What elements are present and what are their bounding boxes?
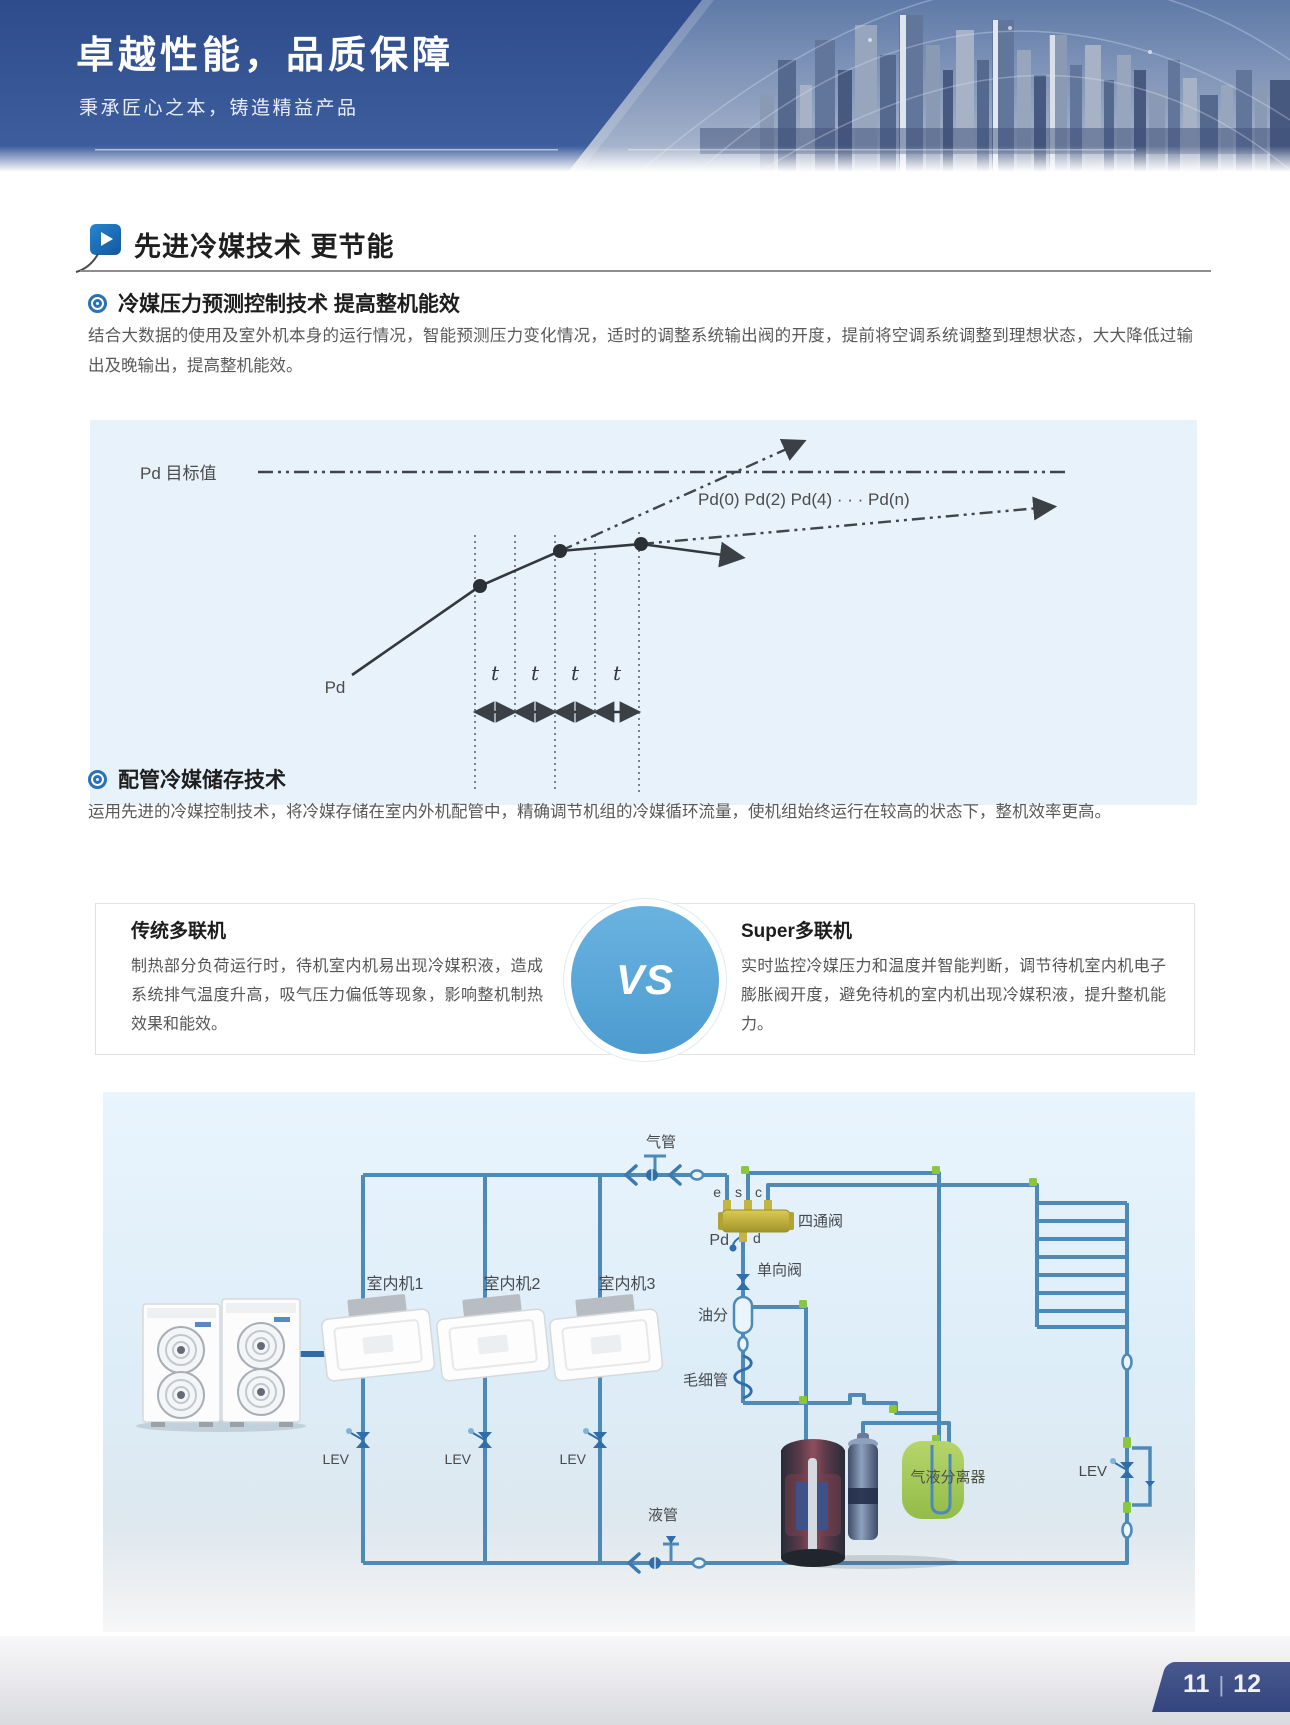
svg-text:t: t [491, 661, 500, 685]
pipe-connectors [741, 1166, 1131, 1513]
interval-labels: t t t t [491, 661, 622, 685]
lev-bypass [1132, 1446, 1152, 1507]
page-number-right: 12 [1233, 1670, 1261, 1698]
header-navy-panel [0, 0, 702, 172]
svg-text:t: t [613, 661, 622, 685]
footer-band [0, 1636, 1290, 1725]
lev-valve-indoor [468, 1428, 492, 1448]
projection-line-shallow [640, 496, 1058, 546]
check-valve [736, 1274, 750, 1290]
pd-control-figure-panel: Pd 目标值 Pd(0) Pd(2) Pd(4) · · · Pd(n) Pd … [90, 420, 1197, 805]
four-way-valve [718, 1200, 794, 1242]
series-label: Pd(0) Pd(2) Pd(4) · · · Pd(n) [698, 490, 910, 509]
projection-line-steep [559, 438, 807, 553]
super-body: 实时监控冷媒压力和温度并智能判断，调节待机室内机电子膨胀阀开度，避免待机的室内机… [741, 958, 1166, 1033]
network-arcs [639, 0, 1290, 173]
storage-tech-paragraph: 运用先进的冷媒控制技术，将冷媒存储在室内外机配管中，精确调节机组的冷媒循环流量，… [88, 803, 1111, 821]
curve-label: Pd [325, 678, 346, 697]
indoor-unit-1-label: 室内机1 [367, 1275, 424, 1293]
refrigerant-system-diagram-panel: 气管 液管 四通阀 单向阀 油分 毛细管 气液分离器 Pd e s c d LE… [103, 1092, 1195, 1632]
check-valve-label: 单向阀 [757, 1262, 802, 1279]
header-background [0, 0, 1290, 173]
svg-text:t: t [531, 661, 540, 685]
subsection-title: 冷媒压力预测控制技术 提高整机能效 [118, 293, 460, 316]
indoor-unit-cassette [436, 1294, 551, 1382]
super-title: Super多联机 [741, 921, 852, 942]
indoor-unit-2-label: 室内机2 [484, 1275, 541, 1293]
lev-label: LEV [560, 1451, 587, 1467]
port-d-label: c [755, 1184, 762, 1200]
pressure-tech-paragraph: 结合大数据的使用及室外机本身的运行情况，智能预测压力变化情况，适时的调整系统输出… [88, 327, 1193, 375]
separator-u-tube [930, 1445, 952, 1515]
page-number-left: 11 [1183, 1670, 1210, 1698]
gas-pipe-valve [623, 1164, 705, 1186]
sensor-bulb [1121, 1521, 1133, 1539]
diagram-labels: 气管 液管 四通阀 单向阀 油分 毛细管 气液分离器 Pd e s c d LE… [323, 1134, 1107, 1524]
liquid-pipe-label: 液管 [648, 1507, 678, 1524]
subsection-heading-storage: 配管冷媒储存技术 [88, 764, 286, 794]
lev-label: LEV [445, 1451, 472, 1467]
page-number-divider: | [1218, 1672, 1225, 1697]
port-d-label: d [753, 1230, 761, 1246]
pd-control-figure: Pd 目标值 Pd(0) Pd(2) Pd(4) · · · Pd(n) Pd … [140, 438, 1065, 792]
indoor-unit-3-label: 室内机3 [599, 1275, 656, 1293]
refrigerant-system-diagram: 气管 液管 四通阀 单向阀 油分 毛细管 气液分离器 Pd e s c d LE… [136, 1134, 1155, 1574]
port-s-label: s [735, 1184, 742, 1200]
pd-curve-points [473, 537, 648, 593]
lev-valve-indoor [583, 1428, 607, 1448]
bullet-ring-icon [88, 293, 107, 313]
sight-glass [737, 1335, 749, 1353]
vs-badge: VS [571, 906, 719, 1054]
pd-label: Pd [709, 1232, 729, 1249]
target-line-label: Pd 目标值 [140, 464, 217, 483]
oil-separator [732, 1295, 754, 1335]
interval-gridlines [474, 532, 640, 792]
svg-text:t: t [571, 661, 580, 685]
lev-label: LEV [1079, 1463, 1107, 1480]
comparison-card: 传统多联机 制热部分负荷运行时，待机室内机易出现冷媒积液，造成系统排气温度升高，… [95, 903, 1195, 1055]
traditional-body: 制热部分负荷运行时，待机室内机易出现冷媒积液，造成系统排气温度升高，吸气压力偏低… [131, 958, 543, 1033]
header-banner: 卓越性能，品质保障 秉承匠心之本，铸造精益产品 [0, 0, 1290, 173]
oil-separator-label: 油分 [698, 1307, 728, 1324]
page-number-badge: 11 | 12 [1152, 1662, 1290, 1712]
port-e-label: e [713, 1184, 721, 1200]
compressor [781, 1439, 845, 1567]
title-swoosh [75, 253, 99, 273]
traditional-column: 传统多联机 制热部分负荷运行时，待机室内机易出现冷媒积液，造成系统排气温度升高，… [131, 916, 543, 1039]
separator-label: 气液分离器 [910, 1469, 985, 1486]
sensor-bulb [1121, 1353, 1133, 1371]
lev-valve-outdoor [1110, 1458, 1155, 1487]
super-column: Super多联机 实时监控冷媒压力和温度并智能判断，调节待机室内机电子膨胀阀开度… [741, 916, 1166, 1039]
outdoor-unit [136, 1298, 306, 1432]
bullet-ring-icon [88, 769, 107, 789]
vs-badge-text: VS [615, 956, 675, 1003]
page-numbers: 11 | 12 [1152, 1670, 1290, 1699]
page-title: 卓越性能，品质保障 [76, 35, 455, 77]
lev-label: LEV [323, 1451, 350, 1467]
pd-curve [351, 541, 746, 677]
capillary-label: 毛细管 [683, 1372, 728, 1389]
indoor-unit-cassette [549, 1294, 664, 1382]
header-fade [0, 146, 1290, 172]
subsection-title: 配管冷媒储存技术 [118, 769, 286, 792]
indoor-unit-cassette [321, 1294, 436, 1382]
section-title: 先进冷媒技术 更节能 [134, 232, 395, 262]
capillary-coil [733, 1354, 753, 1400]
play-icon [90, 224, 121, 255]
pd-sensor-dot [729, 1244, 737, 1252]
liquid-pipe-valve [626, 1536, 707, 1574]
subsection-heading-pressure: 冷媒压力预测控制技术 提高整机能效 [88, 288, 460, 318]
traditional-title: 传统多联机 [131, 921, 227, 942]
page-subtitle: 秉承匠心之本，铸造精益产品 [79, 98, 359, 119]
four-way-valve-label: 四通阀 [798, 1213, 843, 1230]
diagonal-highlight [568, 0, 714, 172]
lev-valve-indoor [346, 1428, 370, 1448]
gas-pipe-label: 气管 [646, 1134, 676, 1151]
section-divider [80, 270, 1211, 272]
accumulator [848, 1433, 878, 1540]
